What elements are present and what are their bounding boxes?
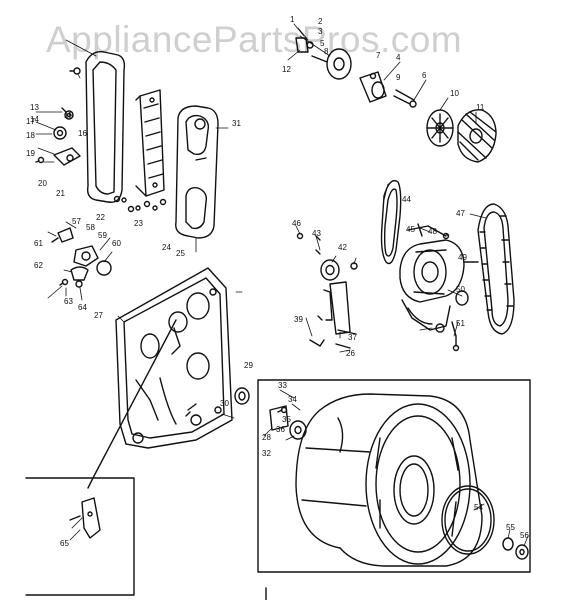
callout-64: 64	[78, 303, 87, 312]
callout-22: 22	[96, 213, 105, 222]
callout-33: 33	[278, 381, 287, 390]
rear-bulkhead-panel	[115, 267, 233, 449]
callout-60: 60	[112, 239, 121, 248]
callout-57: 57	[72, 217, 81, 226]
inset-detail-box	[25, 477, 135, 596]
callout-65: 65	[60, 539, 69, 548]
callout-29: 29	[244, 361, 253, 370]
callout-46: 46	[292, 219, 301, 228]
callout-47: 47	[456, 209, 465, 218]
callout-26: 26	[346, 349, 355, 358]
callout-31: 31	[232, 119, 241, 128]
callout-5: 5	[320, 39, 325, 48]
callout-44: 44	[402, 195, 411, 204]
idler-pulley-bracket	[296, 232, 358, 349]
leader-to-inset	[87, 319, 177, 489]
callout-35: 35	[282, 415, 291, 424]
callout-2: 2	[318, 17, 323, 26]
front-bulkhead-seal-panel	[85, 51, 126, 203]
drive-motor	[399, 223, 479, 352]
callout-23: 23	[134, 219, 143, 228]
callout-42: 42	[338, 243, 347, 252]
callout-18: 18	[26, 131, 35, 140]
callout-16: 16	[78, 129, 87, 138]
dryer-drum	[295, 393, 483, 567]
callout-12-top: 12	[282, 65, 291, 74]
callout-34: 34	[288, 395, 297, 404]
callout-37: 37	[348, 333, 357, 342]
callout-43: 43	[312, 229, 321, 238]
callout-15: 15	[64, 111, 73, 120]
callout-56: 56	[520, 531, 529, 540]
callout-19: 19	[26, 149, 35, 158]
drive-belt-large	[477, 203, 515, 335]
callout-7: 7	[376, 51, 381, 60]
blower-wheel-assembly	[295, 37, 497, 163]
callout-59: 59	[98, 231, 107, 240]
callout-3: 3	[318, 27, 323, 36]
callout-30: 30	[220, 399, 229, 408]
drive-belt-small	[380, 179, 402, 265]
rear-drum-bearing	[234, 387, 250, 405]
callout-45: 45	[406, 225, 415, 234]
callout-58: 58	[86, 223, 95, 232]
callout-1: 1	[290, 15, 295, 24]
callout-27: 27	[94, 311, 103, 320]
drum-front-seal	[441, 485, 529, 560]
callout-28: 28	[262, 433, 271, 442]
callout-39: 39	[294, 315, 303, 324]
callout-17: 17	[26, 117, 35, 126]
callout-25: 25	[176, 249, 185, 258]
watermark-logo: AppliancePartsPros.com	[46, 19, 463, 60]
callout-24: 24	[162, 243, 171, 252]
callout-9: 9	[396, 73, 401, 82]
callout-8: 8	[324, 47, 329, 56]
callout-leader-lines	[35, 23, 529, 547]
callout-labels: 1 2 3 4 5 6 7 8 9 10 11 12 13 14 15 16 1…	[26, 15, 529, 548]
callout-50: 50	[456, 285, 465, 294]
callout-21: 21	[56, 189, 65, 198]
drum-shaft-hardware	[269, 405, 307, 440]
callout-48: 48	[428, 227, 437, 236]
callout-61: 61	[34, 239, 43, 248]
callout-51: 51	[456, 319, 465, 328]
callout-11: 11	[476, 103, 485, 112]
hardware-screws-left	[35, 67, 81, 166]
callout-4: 4	[396, 53, 401, 62]
rear-access-cover	[175, 105, 219, 239]
callout-55: 55	[506, 523, 515, 532]
callout-63: 63	[64, 297, 73, 306]
hardware-row-washers	[113, 195, 167, 213]
door-switch-assembly	[51, 227, 112, 288]
heater-terminal-bracket	[135, 89, 165, 197]
callout-54: 54	[474, 503, 483, 512]
callout-6: 6	[422, 71, 427, 80]
callout-36: 36	[276, 425, 285, 434]
callout-20: 20	[38, 179, 47, 188]
callout-13: 13	[30, 103, 39, 112]
callout-62: 62	[34, 261, 43, 270]
callout-14: 14	[30, 115, 39, 124]
drum-section-box	[257, 379, 531, 573]
callout-32: 32	[262, 449, 271, 458]
callout-49: 49	[458, 253, 467, 262]
callout-10: 10	[450, 89, 459, 98]
